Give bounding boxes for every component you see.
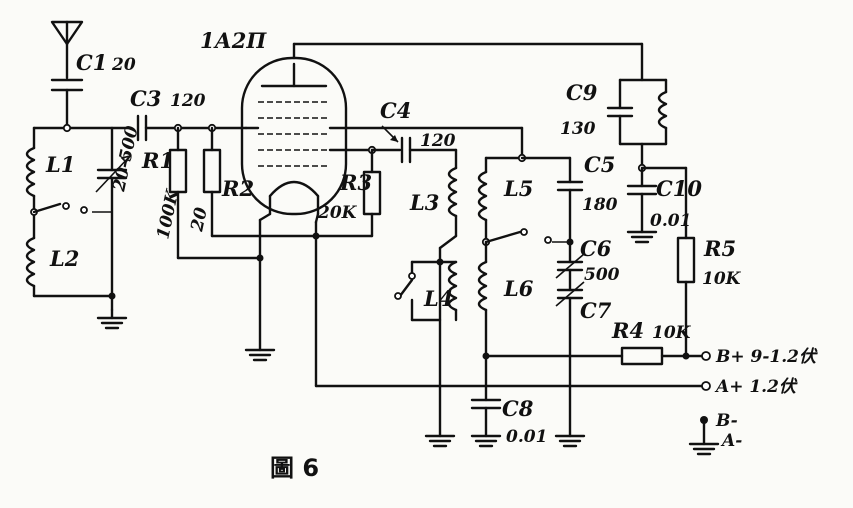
ground-c7 [554,434,586,448]
capacitor-c10 [626,166,658,244]
r3-label: R3 [339,170,372,195]
terminal-a-plus [701,381,711,391]
capacitor-c6 [555,240,585,292]
band-switch-2 [394,260,442,322]
capacitor-c7 [555,281,585,438]
c8-value: 0.01 [506,427,547,447]
l1-label: L1 [45,152,75,177]
c4-value: 120 [420,131,456,151]
r4-label: R4 [611,318,644,343]
r5-label: R5 [703,236,736,261]
r4-value: 10K [652,323,692,343]
l5-label: L5 [503,176,533,201]
band-switch-3 [484,228,570,244]
coil-l6 [477,240,488,358]
figure-caption: 圖 6 [270,454,319,482]
ground-c8 [470,434,502,448]
tube-label: 1А2П [200,28,267,53]
b-minus-label: B- [715,411,738,431]
b-plus-label: B+ 9-1.2伏 [715,347,818,367]
resistor-r2 [202,126,222,238]
c4-label: C4 [380,98,411,123]
c5-label: C5 [584,152,615,177]
c9-value: 130 [560,119,596,139]
c6-label: C6 [580,236,612,261]
terminal-b-plus [701,351,711,361]
tank-c9 [606,78,668,170]
coil-l1 [25,126,36,214]
coil-l2 [25,210,114,298]
capacitor-c1 [50,78,84,130]
coil-l4 [410,258,458,438]
node [62,123,72,133]
c8-label: C8 [502,396,534,421]
c3-label: C3 [130,86,161,111]
ground-tube [244,348,276,362]
c7-label: C7 [580,298,612,323]
tube-1a2p [240,56,348,216]
r1-label: R1 [141,148,174,173]
a-minus-label: A- [720,431,742,451]
a-plus-label: A+ 1.2伏 [714,377,798,397]
resistor-r5 [676,166,696,358]
c9-label: C9 [566,80,598,105]
r5-value: 10K [702,269,742,289]
ground-l4 [424,434,456,448]
c10-value: 0.01 [650,211,691,231]
c1-label: C1 [76,50,107,75]
ground-input [96,308,128,330]
l3-label: L3 [409,190,439,215]
r2-value: 20 [187,206,212,234]
c5-value: 180 [582,195,618,215]
capacitor-c3 [136,114,248,142]
coil-l5 [477,156,488,244]
capacitor-c5 [556,156,584,244]
c1-value: 20 [111,55,136,75]
capacitor-c4 [381,125,458,164]
antenna [50,20,84,80]
l4-label: L4 [423,286,453,311]
c6-value: 500 [584,265,620,285]
terminal-a-minus-b-minus [688,416,720,456]
variable-capacitor [95,126,132,312]
l6-label: L6 [503,276,534,301]
coil-l3 [438,148,458,264]
band-switch-1 [30,202,112,216]
resistor-r1 [168,126,188,260]
l2-label: L2 [49,246,79,271]
capacitor-c8 [470,354,502,438]
resistor-r4 [620,346,704,366]
c3-value: 120 [170,91,206,111]
c10-label: C10 [656,176,702,201]
r3-value: 20K [317,203,358,223]
resistor-r3 [362,148,382,238]
